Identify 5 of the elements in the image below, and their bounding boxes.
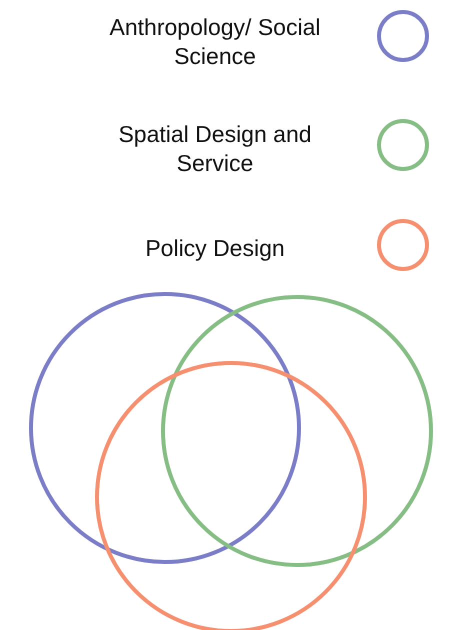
legend-label: Anthropology/ Social Science — [108, 13, 322, 71]
legend-label: Policy Design — [144, 234, 286, 263]
venn-circle — [29, 292, 301, 564]
venn-circle — [161, 295, 433, 567]
legend-label: Spatial Design and Service — [117, 120, 313, 178]
